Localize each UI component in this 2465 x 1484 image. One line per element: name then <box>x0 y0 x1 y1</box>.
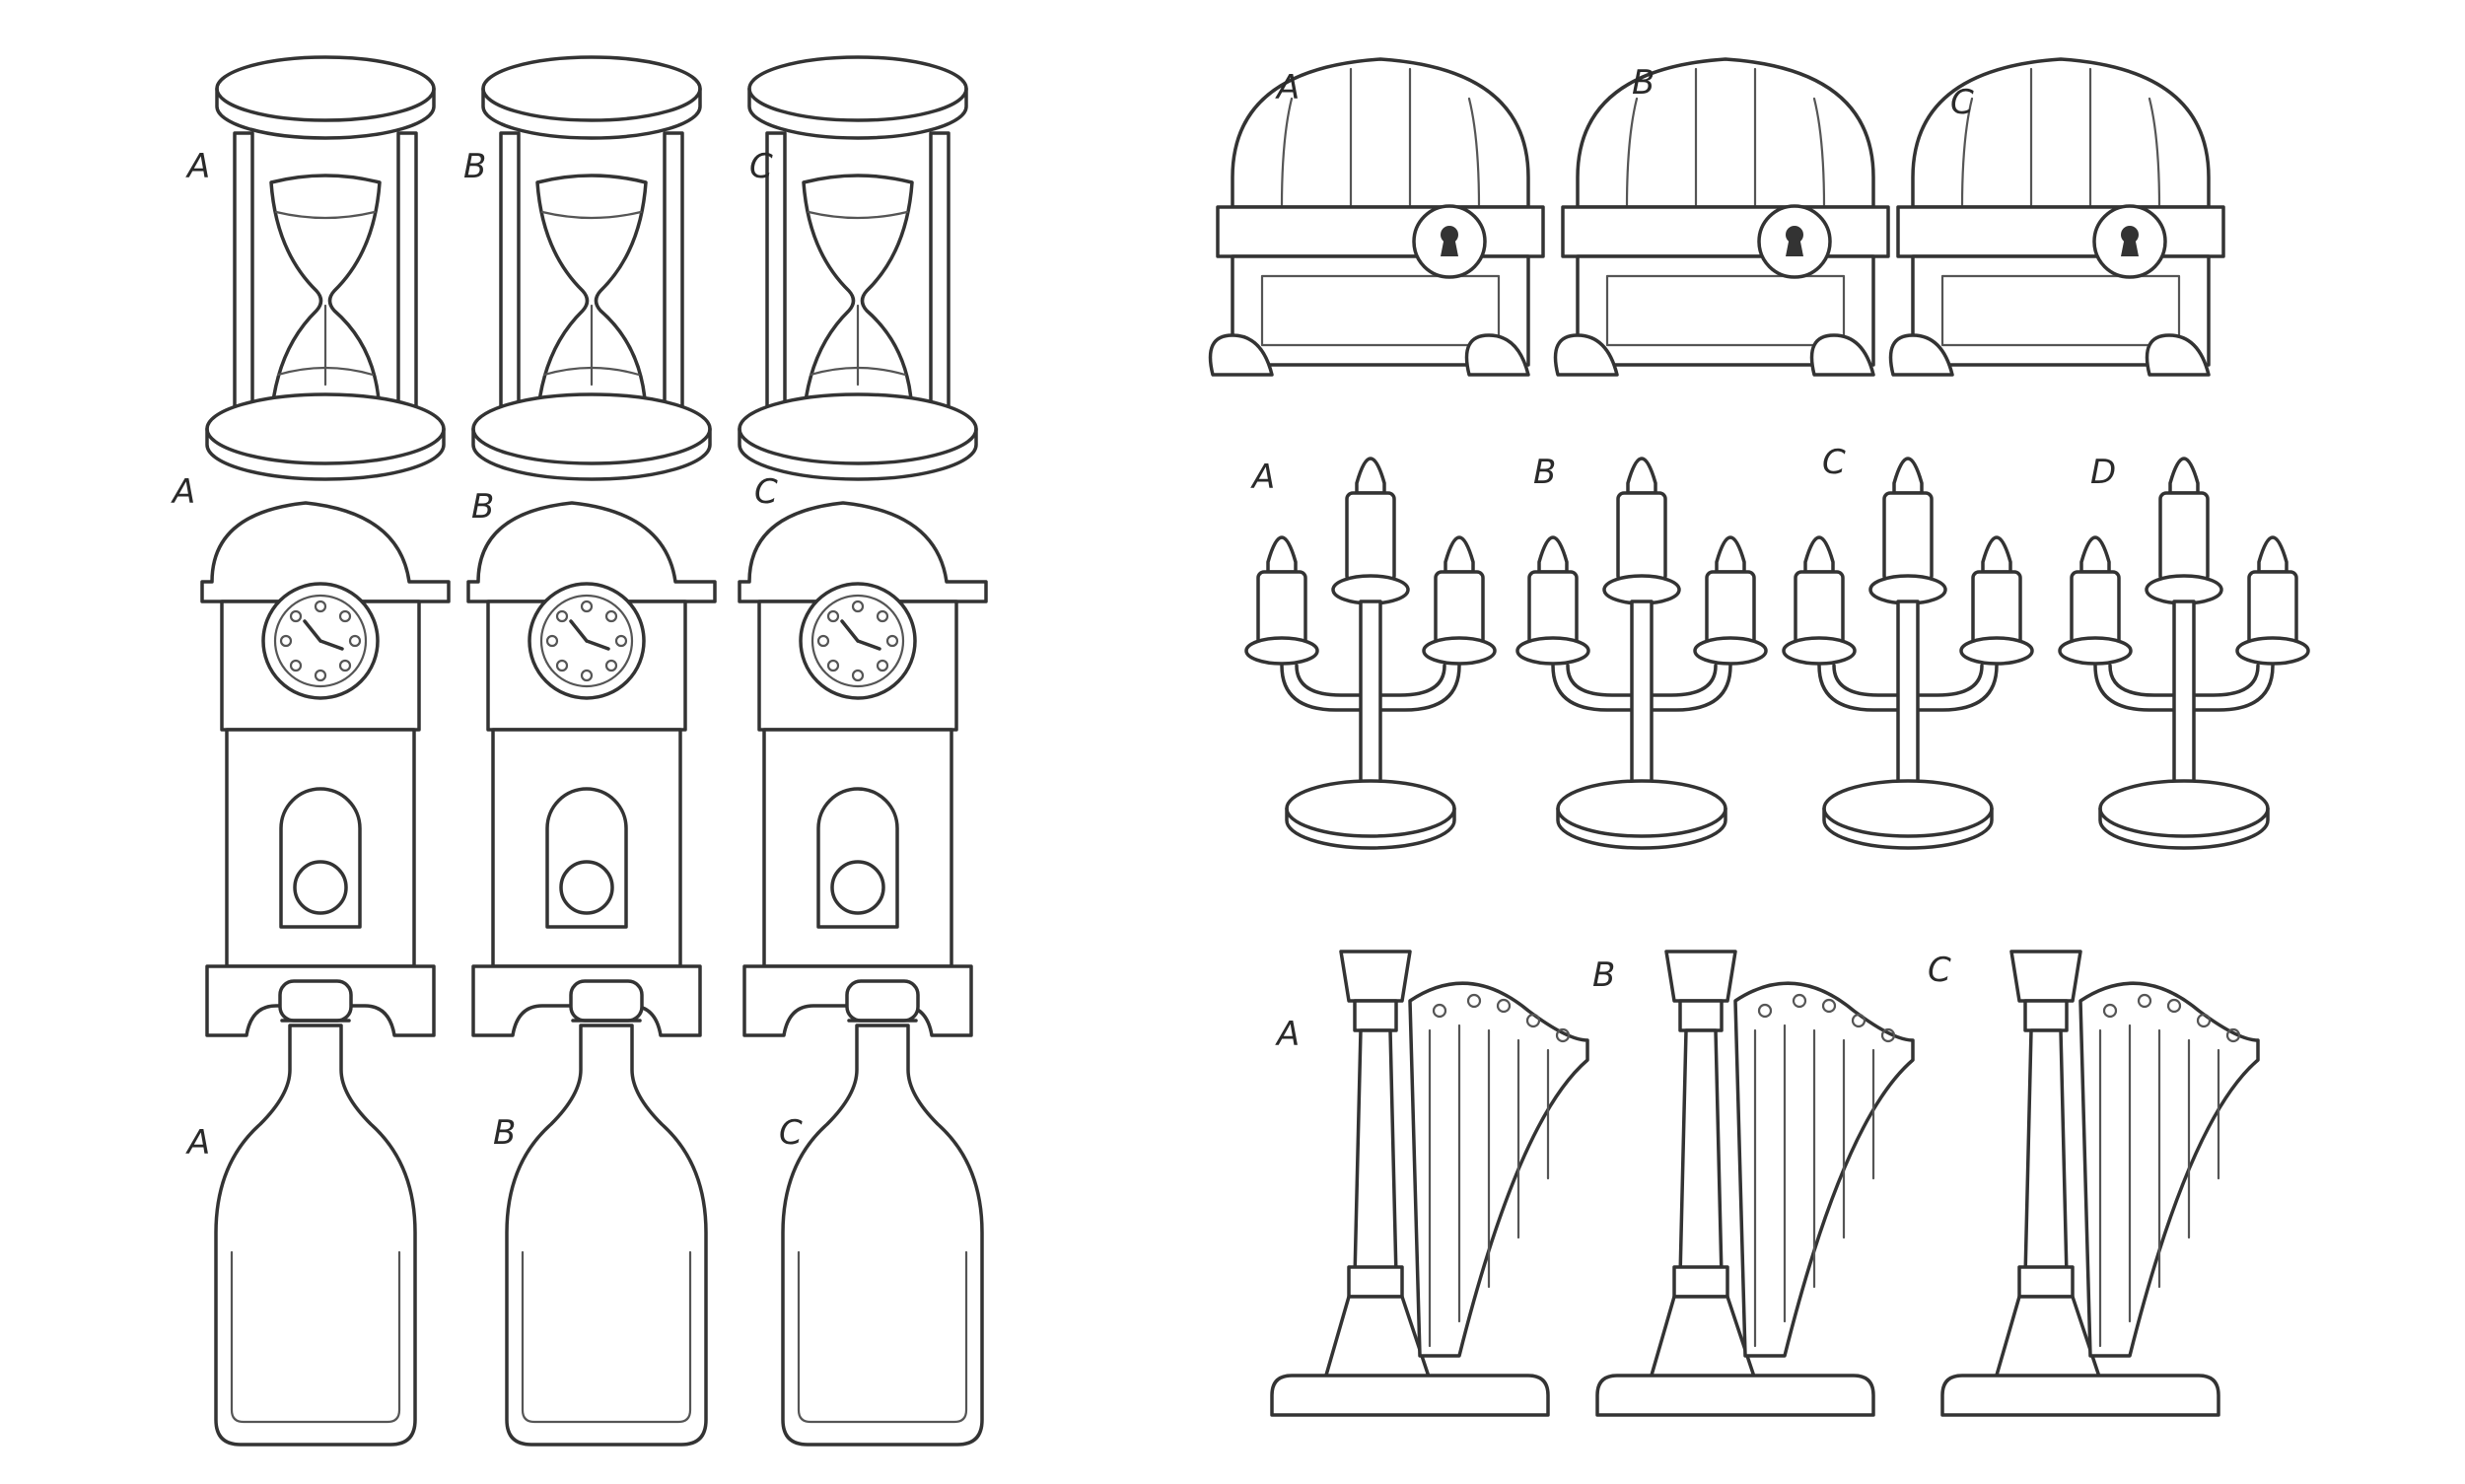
treasure-chest-group: A B C <box>1208 57 2225 377</box>
grandfather-clock-group: A B C <box>171 472 988 1037</box>
candelabra-label-d: D <box>2090 453 2116 492</box>
bottle-c <box>781 979 984 1447</box>
bottle-label-c: C <box>779 1113 803 1153</box>
treasure-chest-label-a: A <box>1275 68 1300 107</box>
harp-c <box>1940 950 2260 1417</box>
candelabra-label-a: A <box>1250 458 1275 497</box>
hourglass-b <box>471 55 712 481</box>
grandfather-clock-b <box>466 501 717 1037</box>
hourglass-c <box>738 55 978 481</box>
grandfather-clock-a <box>200 501 451 1037</box>
treasure-chest-c <box>1888 57 2225 377</box>
treasure-chest-label-c: C <box>1950 83 1974 122</box>
hourglass-label-b: B <box>463 147 486 186</box>
candelabra-label-c: C <box>1822 443 1846 482</box>
harp-label-a: A <box>1275 1015 1300 1054</box>
candelabra-c <box>1782 457 2034 850</box>
harp-label-c: C <box>1928 951 1951 990</box>
treasure-chest-b <box>1553 57 1890 377</box>
bottle-label-a: A <box>185 1123 210 1163</box>
harp-b <box>1595 950 1915 1417</box>
candelabra-b <box>1515 457 1768 850</box>
grandfather-clock-label-a: A <box>171 472 195 512</box>
hourglass-label-a: A <box>185 147 210 186</box>
hourglass-a <box>205 55 446 481</box>
grandfather-clock-label-c: C <box>754 472 778 512</box>
treasure-chest-a <box>1208 57 1545 377</box>
bottle-b <box>505 979 708 1447</box>
harp-group: A B C <box>1270 950 2260 1417</box>
candelabra-group: A B C D <box>1244 443 2310 850</box>
grandfather-clock-c <box>738 501 988 1037</box>
bottle-label-b: B <box>493 1113 516 1153</box>
candelabra-d <box>2058 457 2310 850</box>
grandfather-clock-label-b: B <box>471 487 494 527</box>
hourglass-group: A B C <box>185 55 978 481</box>
harp-label-b: B <box>1592 955 1615 995</box>
hourglass-label-c: C <box>749 147 773 186</box>
treasure-chest-label-b: B <box>1632 63 1655 103</box>
harp-a <box>1270 950 1589 1417</box>
bottle-group: A B C <box>185 979 984 1447</box>
candelabra-a <box>1244 457 1497 850</box>
candelabra-label-b: B <box>1533 453 1556 492</box>
bottle-a <box>214 979 417 1447</box>
